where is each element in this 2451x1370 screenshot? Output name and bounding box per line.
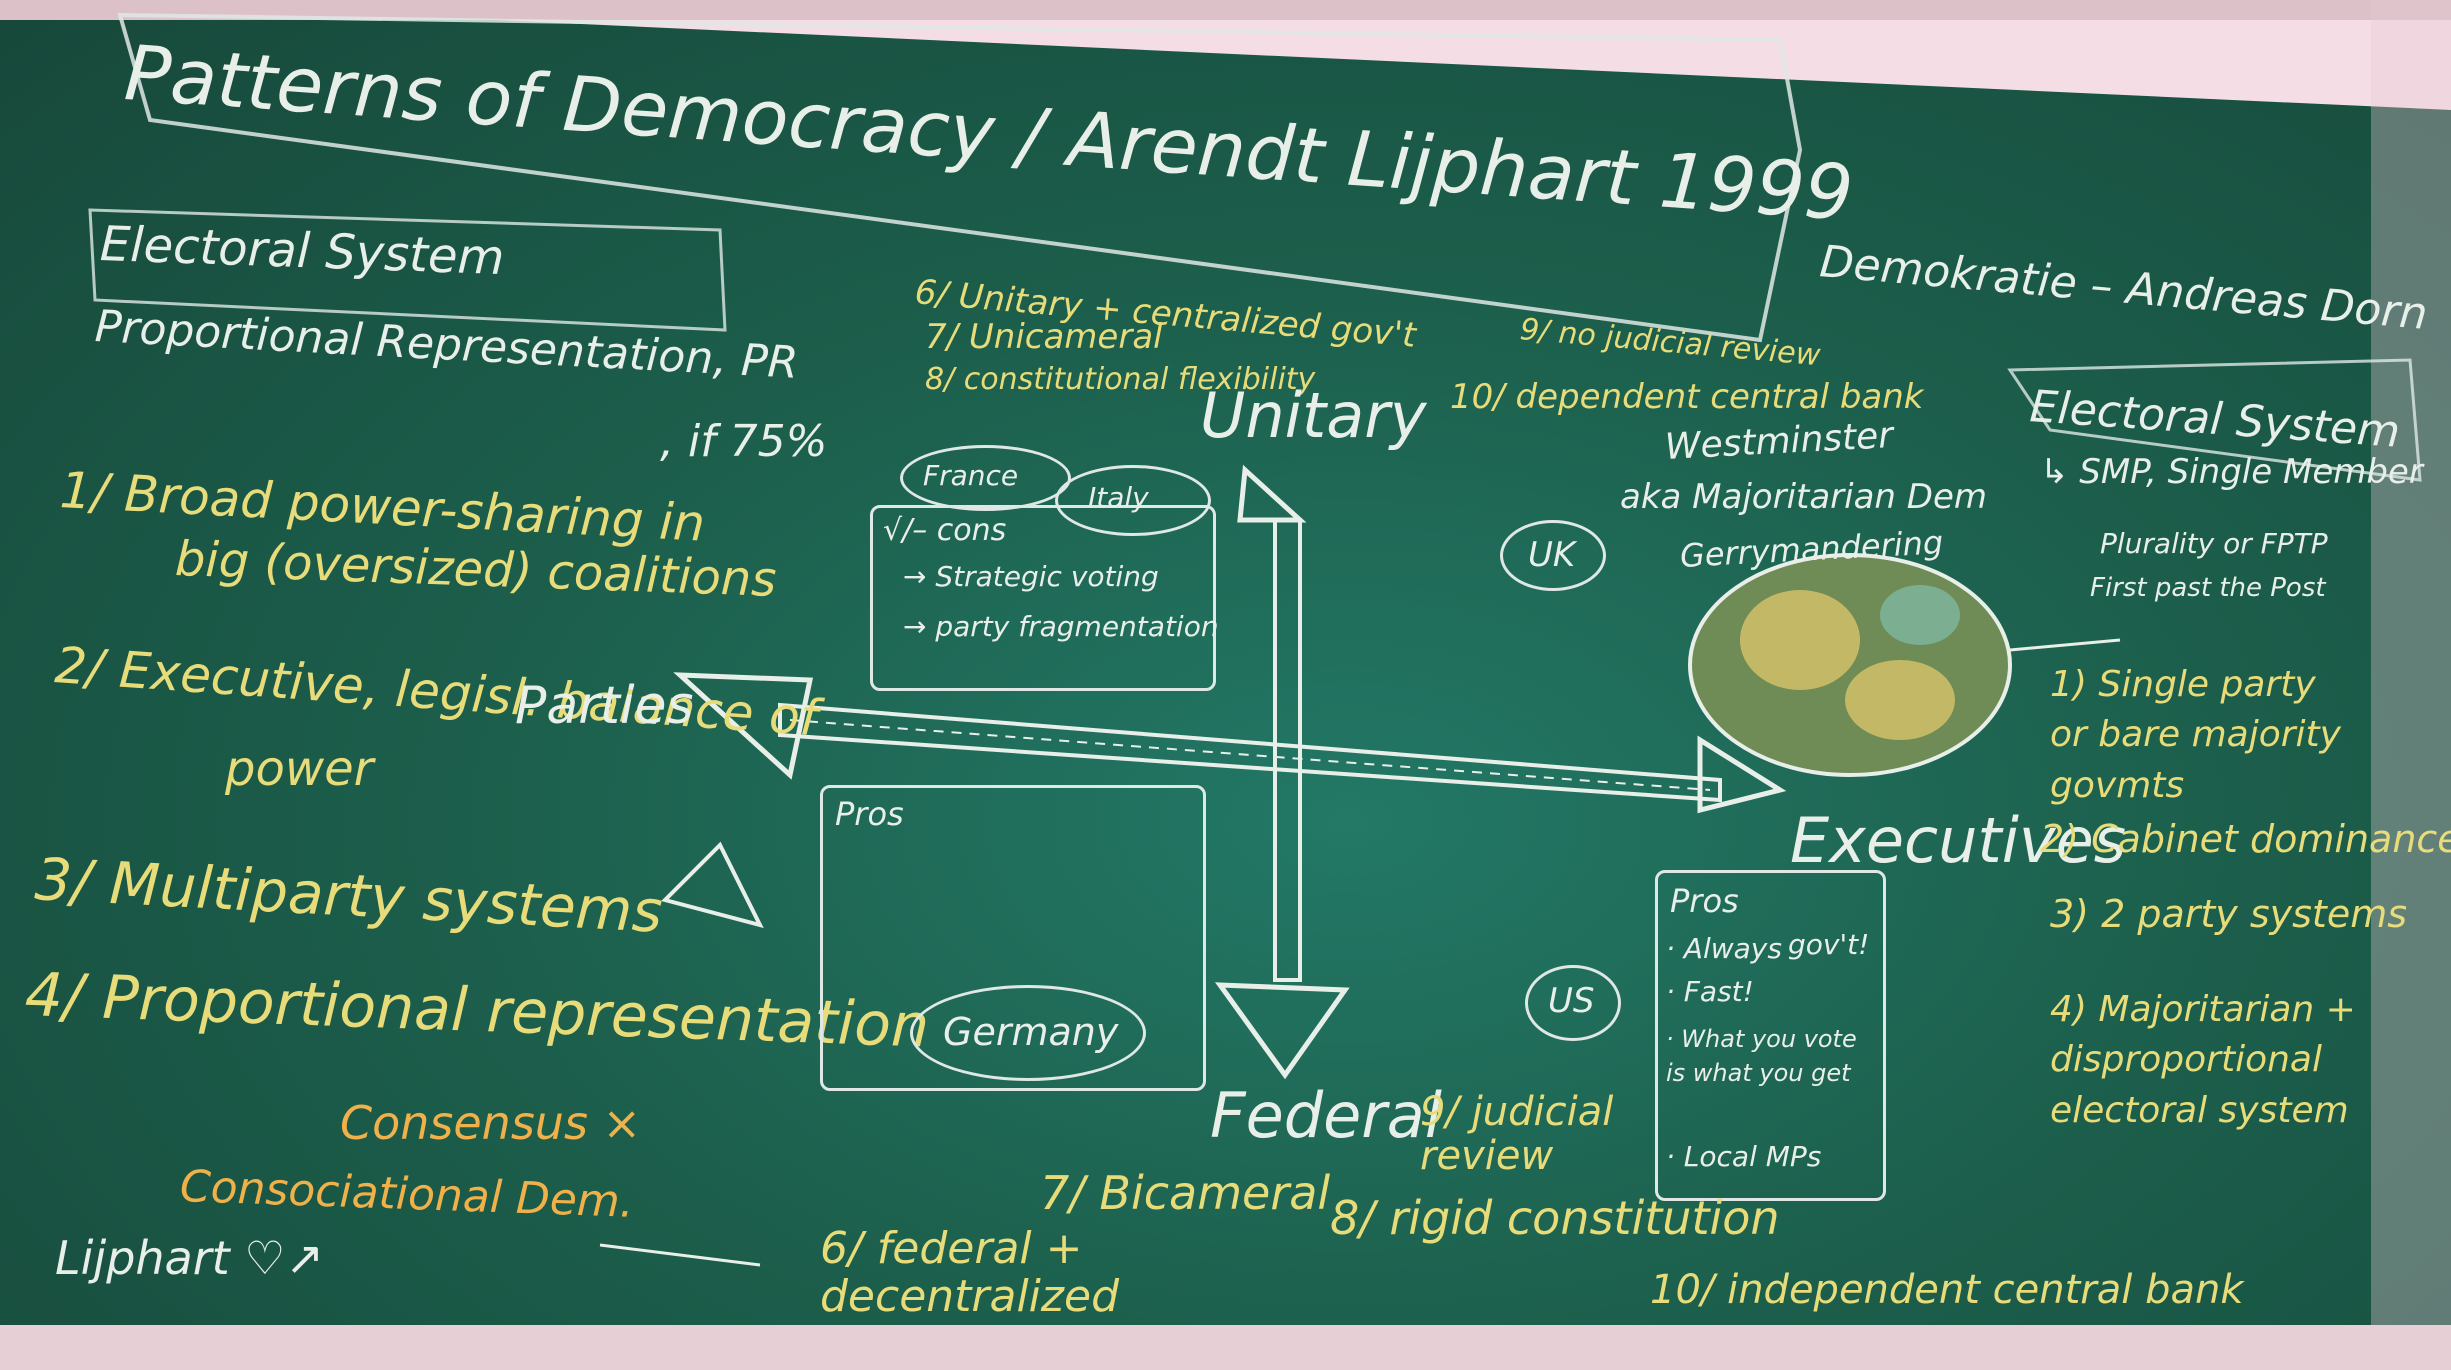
us-pros-title: Pros (1670, 882, 1739, 920)
cons-box: √/– cons → Strategic voting → party frag… (870, 505, 1219, 691)
federal-item-7: 7/ Bicameral (1040, 1166, 1331, 1220)
electoral-system-left: Electoral System (99, 216, 506, 287)
us-oval: US (1525, 965, 1621, 1041)
us-pros-item: · What you vote is what you get (1666, 1025, 1857, 1087)
unitary-item-7: 7/ Unicameral (925, 317, 1163, 357)
uk-oval: UK (1500, 520, 1606, 591)
cons-title: √/– cons (883, 513, 1007, 548)
warning-icon (661, 841, 764, 929)
board-top-frame (0, 0, 2451, 20)
chalk-tray (0, 1325, 2451, 1370)
pr-percent: , if 75% (660, 416, 828, 467)
bottom-arrowhead (1214, 982, 1350, 1080)
axis-federal: Federal (1210, 1079, 1443, 1152)
cons-item: → party fragmentation (903, 610, 1219, 643)
axis-executives: Executives (1790, 804, 2127, 877)
us-pros-item: · Fast! (1666, 975, 1754, 1008)
pros-title: Pros (835, 795, 904, 833)
unitary-item-8: 8/ constitutional flexibility (925, 362, 1316, 397)
us-pros-item: · Local MPs (1666, 1140, 1822, 1173)
germany-oval: Germany (910, 985, 1146, 1081)
france-oval: France (900, 445, 1071, 511)
top-arrowhead (1237, 464, 1307, 523)
us-pros-item: · Always (1666, 932, 1782, 965)
majoritarian-point-2: 2) Cabinet dominance (2040, 817, 2451, 861)
fptp-line: Plurality or FPTP (2100, 527, 2328, 560)
majoritarian-point-3: 3) 2 party systems (2050, 892, 2408, 936)
consensus-point-2b: power (225, 741, 374, 797)
consensus-label: Consensus × (340, 1096, 642, 1150)
cons-item: → Strategic voting (903, 560, 1159, 593)
federal-item-10: 10/ independent central bank (1650, 1267, 2244, 1313)
smp-line: ↳ SMP, Single Member (2040, 452, 2423, 492)
wall (2371, 0, 2451, 1370)
unitary-item-10: 10/ dependent central bank (1450, 377, 1924, 417)
country-us: US (1548, 981, 1595, 1021)
lijphart-note: Lijphart ♡↗ (55, 1231, 325, 1285)
majoritarian-point-1: 1) Single party or bare majority govmts (2050, 664, 2341, 806)
federal-item-9: 9/ judicial review (1420, 1089, 1614, 1179)
first-past-line: First past the Post (2090, 573, 2326, 603)
federal-item-8: 8/ rigid constitution (1330, 1191, 1780, 1245)
italy-oval: Italy (1055, 465, 1211, 536)
us-pros-item: gov't! (1788, 928, 1870, 961)
country-uk: UK (1528, 535, 1576, 575)
federal-item-6: 6/ federal + decentralized (820, 1223, 1119, 1323)
country-germany: Germany (943, 1010, 1119, 1054)
axis-parties: Parties (515, 676, 694, 736)
left-arrowhead (673, 672, 814, 780)
majoritarian-label: aka Majoritarian Dem (1620, 477, 1988, 517)
country-italy: Italy (1088, 481, 1149, 514)
axis-unitary: Unitary (1200, 379, 1427, 452)
country-france: France (923, 459, 1019, 492)
pros-box-us: Pros · Always gov't! · Fast! · What you … (1655, 870, 1886, 1201)
majoritarian-point-4: 4) Majoritarian + disproportional electo… (2050, 989, 2356, 1131)
pros-box-left: Pros (820, 785, 1206, 1091)
right-arrowhead (1697, 735, 1787, 814)
